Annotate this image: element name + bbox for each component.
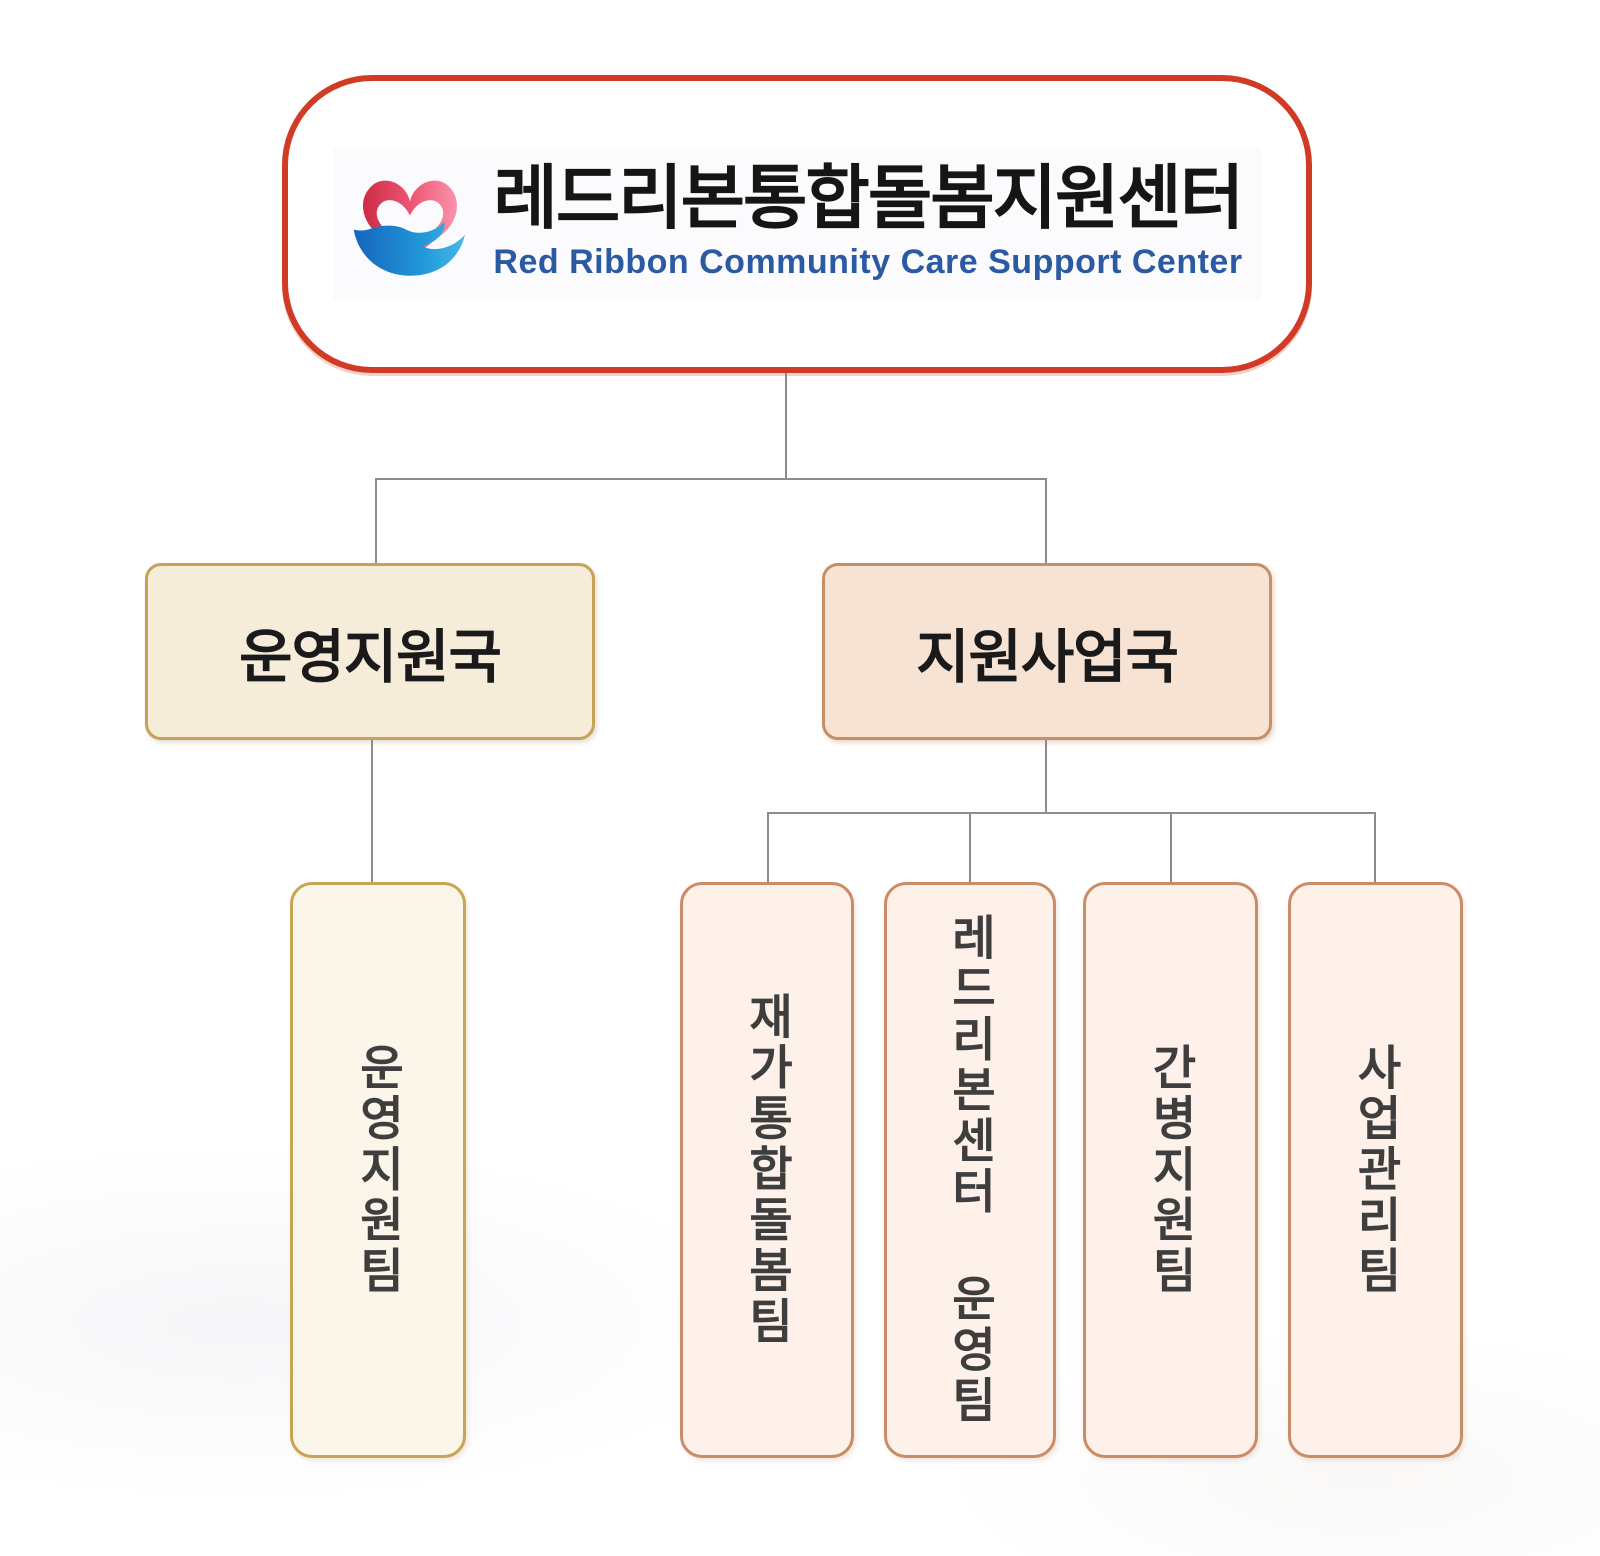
team-label: 재가통합돌봄팀	[740, 992, 794, 1348]
connector-dept-biz-drop	[1045, 478, 1047, 563]
connector-ops-team-drop	[371, 740, 373, 882]
org-root-node: 레드리본통합돌봄지원센터 Red Ribbon Community Care S…	[282, 75, 1312, 373]
heart-in-hands-icon	[354, 180, 466, 276]
team-label: 사업관리팀	[1349, 1043, 1402, 1297]
connector-team-biz-1-drop	[767, 812, 769, 882]
connector-level3-span	[767, 812, 1376, 814]
connector-team-biz-3-drop	[1170, 812, 1172, 882]
connector-team-biz-4-drop	[1374, 812, 1376, 882]
team-label: 간병지원팀	[1144, 1043, 1197, 1297]
connector-dept-ops-drop	[375, 478, 377, 563]
team-node-nursing-care-support: 간병지원팀	[1083, 882, 1258, 1458]
connector-biz-drop	[1045, 740, 1047, 812]
org-root-content: 레드리본통합돌봄지원센터 Red Ribbon Community Care S…	[333, 148, 1261, 300]
center-title-english: Red Ribbon Community Care Support Center	[493, 243, 1243, 282]
team-label: 운영지원팀	[351, 1043, 405, 1297]
team-node-project-management: 사업관리팀	[1288, 882, 1463, 1458]
connector-level2-span	[375, 478, 1047, 480]
org-root-title-block: 레드리본통합돌봄지원센터 Red Ribbon Community Care S…	[493, 158, 1244, 283]
connector-root-drop	[785, 373, 787, 478]
connector-team-biz-2-drop	[969, 812, 971, 882]
team-node-red-ribbon-center-operation: 레드리본센터 운영팀	[884, 882, 1056, 1458]
center-title-korean: 레드리본통합돌봄지원센터	[493, 158, 1244, 237]
team-node-home-integrated-care: 재가통합돌봄팀	[680, 882, 854, 1458]
team-node-operations-support-team: 운영지원팀	[290, 882, 466, 1458]
dept-node-operations-support: 운영지원국	[145, 563, 595, 740]
dept-node-support-business: 지원사업국	[822, 563, 1272, 740]
team-label: 레드리본센터 운영팀	[943, 913, 997, 1427]
